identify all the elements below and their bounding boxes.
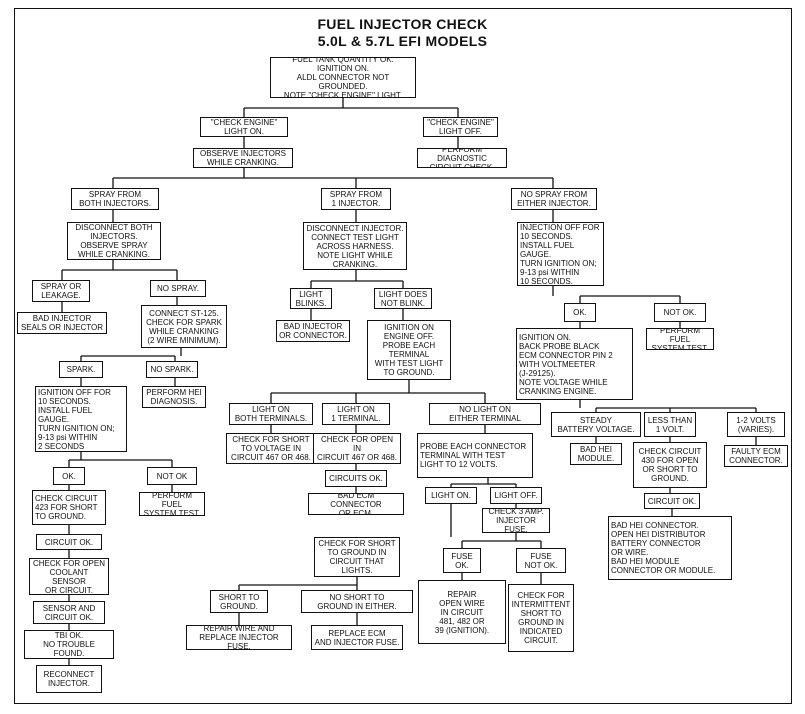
spray-leakage-box: SPRAY OR LEAKAGE.: [32, 280, 90, 302]
circuit-ok-right-box: CIRCUIT OK.: [644, 493, 700, 509]
tbi-ok-box: TBI OK. NO TROUBLE FOUND.: [24, 630, 114, 659]
light-on-box: LIGHT ON.: [425, 487, 477, 504]
no-spark-box: NO SPARK.: [146, 361, 198, 378]
light-both-terminals-box: LIGHT ON BOTH TERMINALS.: [229, 403, 313, 425]
ok-box-left: OK.: [53, 467, 85, 485]
replace-ecm-box: REPLACE ECM AND INJECTOR FUSE.: [311, 625, 403, 650]
sensor-circuit-ok-box: SENSOR AND CIRCUIT OK.: [33, 601, 105, 624]
diagram-title: FUEL INJECTOR CHECK: [317, 16, 488, 32]
light-not-blink-box: LIGHT DOES NOT BLINK.: [374, 288, 432, 309]
probe-12v-box: PROBE EACH CONNECTOR TERMINAL WITH TEST …: [417, 433, 533, 478]
disconnect-both-box: DISCONNECT BOTH INJECTORS. OBSERVE SPRAY…: [67, 222, 161, 260]
fuse-not-ok-box: FUSE NOT OK.: [516, 548, 566, 573]
faulty-ecm-connector-box: FAULTY ECM CONNECTOR.: [724, 445, 788, 467]
light-off-box: LIGHT OFF.: [490, 487, 542, 504]
ignition-probe-box: IGNITION ON ENGINE OFF. PROBE EACH TERMI…: [367, 320, 451, 380]
no-spray-either-box: NO SPRAY FROM EITHER INJECTOR.: [511, 188, 597, 210]
one-two-volts-box: 1-2 VOLTS (VARIES).: [727, 412, 785, 437]
light-blinks-box: LIGHT BLINKS.: [290, 288, 332, 309]
spray-one-box: SPRAY FROM 1 INJECTOR.: [321, 188, 391, 210]
check-circuit-430-box: CHECK CIRCUIT 430 FOR OPEN OR SHORT TO G…: [633, 442, 707, 488]
bad-hei-connector-list-box: BAD HEI CONNECTOR. OPEN HEI DISTRIBUTOR …: [608, 516, 732, 580]
repair-open-wire-box: REPAIR OPEN WIRE IN CIRCUIT 481, 482 OR …: [418, 580, 506, 644]
bad-ecm-connector-box: BAD ECM CONNECTOR OR ECM.: [308, 493, 404, 515]
fuse-ok-box: FUSE OK.: [443, 548, 481, 573]
less-than-1v-box: LESS THAN 1 VOLT.: [644, 412, 696, 437]
check-3amp-fuse-box: CHECK 3 AMP. INJECTOR FUSE.: [482, 508, 550, 533]
start-condition-box: FUEL TANK QUANTITY OK. IGNITION ON. ALDL…: [270, 57, 416, 98]
ignition-off-2s-box: IGNITION OFF FOR 10 SECONDS. INSTALL FUE…: [35, 386, 127, 452]
diagram-frame: [14, 8, 792, 704]
spark-box: SPARK.: [59, 361, 103, 378]
check-engine-off-box: "CHECK ENGINE" LIGHT OFF.: [423, 117, 498, 137]
connect-st125-box: CONNECT ST-125. CHECK FOR SPARK WHILE CR…: [141, 305, 227, 348]
ignition-backprobe-box: IGNITION ON. BACK PROBE BLACK ECM CONNEC…: [516, 328, 633, 400]
not-ok-box-left: NOT OK: [147, 467, 197, 485]
circuit-ok-left-box: CIRCUIT OK.: [36, 534, 102, 550]
bad-hei-module-box: BAD HEI MODULE.: [570, 443, 622, 465]
check-open-coolant-box: CHECK FOR OPEN COOLANT SENSOR OR CIRCUIT…: [29, 558, 109, 595]
injection-off-10s-box: INJECTION OFF FOR 10 SECONDS. INSTALL FU…: [517, 222, 604, 286]
check-short-voltage-box: CHECK FOR SHORT TO VOLTAGE IN CIRCUIT 46…: [226, 433, 316, 464]
bad-injector-connector-box: BAD INJECTOR OR CONNECTOR.: [276, 320, 350, 342]
disconnect-injector-box: DISCONNECT INJECTOR. CONNECT TEST LIGHT …: [303, 222, 407, 270]
perform-diagnostic-box: PERFORM DIAGNOSTIC CIRCUIT CHECK.: [417, 148, 507, 168]
observe-injectors-box: OBSERVE INJECTORS WHILE CRANKING.: [193, 148, 293, 168]
check-intermittent-box: CHECK FOR INTERMITTENT SHORT TO GROUND I…: [508, 584, 574, 652]
short-to-ground-box: SHORT TO GROUND.: [210, 590, 268, 613]
spray-both-box: SPRAY FROM BOTH INJECTORS.: [71, 188, 159, 210]
repair-wire-box: REPAIR WIRE AND REPLACE INJECTOR FUSE.: [186, 625, 292, 650]
bad-injector-seals-box: BAD INJECTOR SEALS OR INJECTOR: [17, 312, 107, 334]
no-spray-box: NO SPRAY.: [150, 280, 206, 297]
perform-hei-box: PERFORM HEI DIAGNOSIS.: [142, 386, 206, 408]
check-open-circuit-box: CHECK FOR OPEN IN CIRCUIT 467 OR 468.: [313, 433, 401, 464]
reconnect-injector-box: RECONNECT INJECTOR.: [36, 665, 102, 693]
check-short-ground-box: CHECK FOR SHORT TO GROUND IN CIRCUIT THA…: [314, 537, 400, 577]
not-ok-box-right: NOT OK.: [654, 303, 706, 322]
ok-box-right: OK.: [564, 303, 596, 322]
diagram-subtitle: 5.0L & 5.7L EFI MODELS: [317, 33, 488, 49]
no-short-ground-box: NO SHORT TO GROUND IN EITHER.: [301, 590, 413, 613]
steady-battery-box: STEADY BATTERY VOLTAGE.: [551, 412, 641, 437]
circuits-ok-box: CIRCUITS OK.: [325, 470, 387, 487]
no-light-either-box: NO LIGHT ON EITHER TERMINAL: [429, 403, 541, 425]
light-one-terminal-box: LIGHT ON 1 TERMINAL.: [322, 403, 390, 425]
perform-fuel-test-box-right: PERFORM FUEL SYSTEM TEST.: [646, 328, 714, 350]
perform-fuel-test-box-left: PERFORM FUEL SYSTEM TEST.: [139, 492, 205, 516]
check-engine-on-box: "CHECK ENGINE" LIGHT ON.: [200, 117, 288, 137]
check-circuit-423-box: CHECK CIRCUIT 423 FOR SHORT TO GROUND.: [32, 490, 106, 525]
